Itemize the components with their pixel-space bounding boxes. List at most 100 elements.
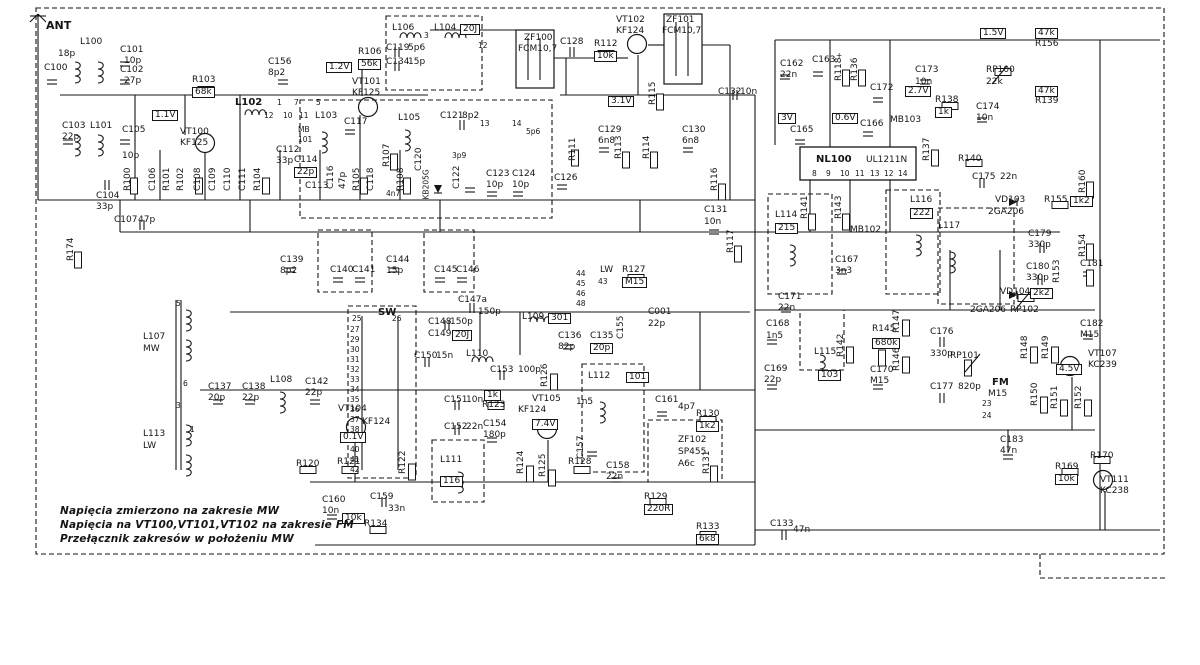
component-label: R143: [834, 195, 844, 219]
dashed-enclosure: [581, 363, 645, 473]
component-label: C123: [486, 169, 510, 179]
component-label: 0.6V: [832, 113, 859, 124]
component-label: 10n: [740, 87, 758, 97]
component-label: 27p: [124, 76, 142, 86]
resistor-symbol: [878, 349, 886, 367]
resistor-symbol: [1093, 456, 1111, 464]
component-label: 222: [910, 208, 934, 219]
component-label: R155: [1044, 195, 1068, 205]
component-label: 26: [392, 314, 402, 323]
component-label: 15p: [386, 266, 404, 276]
resistor-symbol: [195, 177, 203, 195]
component-label: R117: [726, 229, 736, 253]
dashed-enclosure: [799, 309, 845, 371]
component-label: 68k: [192, 87, 215, 98]
component-label: 10k: [594, 51, 617, 62]
component-label: C105: [122, 125, 146, 135]
component-label: R136: [850, 57, 860, 81]
component-label: VD104: [1000, 287, 1031, 297]
component-label: 13: [870, 169, 880, 178]
component-label: 22p: [294, 167, 318, 178]
component-label: MB102: [850, 225, 882, 235]
component-label: R116: [710, 167, 720, 191]
component-label: 2.7V: [905, 86, 932, 97]
component-label: C153: [490, 365, 514, 375]
component-label: 7: [294, 98, 299, 107]
component-label: M15: [622, 277, 648, 288]
component-label: 34: [350, 385, 360, 394]
component-label: 22n: [1000, 172, 1018, 182]
component-label: FM: [992, 377, 1009, 388]
component-label: R130: [696, 409, 720, 419]
potentiometer-arrow: [991, 65, 1008, 85]
component-label: 8p2: [280, 266, 298, 276]
component-label: 15n: [436, 351, 454, 361]
coil-symbol: [185, 339, 192, 362]
coil-symbol: [529, 316, 552, 323]
component-label: C174: [976, 102, 1000, 112]
component-label: 24: [982, 411, 992, 420]
transistor-symbol: [626, 33, 648, 55]
component-label: 1k: [935, 107, 952, 118]
component-label: C134: [386, 57, 410, 67]
component-label: C135: [590, 331, 614, 341]
coil-symbol: [97, 61, 104, 84]
component-label: R115: [648, 81, 658, 105]
component-label: 15p: [408, 57, 426, 67]
component-label: 680k: [872, 338, 901, 349]
component-label: 31: [350, 355, 360, 364]
component-label: R121: [337, 457, 361, 467]
coil-symbol: [457, 471, 464, 494]
component-label: R147: [892, 309, 902, 333]
component-label: NL100: [816, 154, 852, 165]
component-label: 1: [190, 425, 195, 434]
component-label: 23: [982, 399, 992, 408]
component-label: C162: [780, 59, 804, 69]
component-label: 8p2: [268, 68, 286, 78]
component-label: 3: [176, 401, 181, 410]
component-label: R124: [516, 450, 526, 474]
component-label: 10p: [122, 151, 140, 161]
component-label: VT104: [338, 404, 367, 414]
component-label: 5p6: [408, 43, 426, 53]
resistor-symbol: [360, 177, 368, 195]
component-label: C106: [148, 167, 158, 191]
component-label: 6n8: [682, 136, 700, 146]
coil-symbol: [185, 309, 192, 332]
component-label: R131: [702, 450, 712, 474]
resistor-symbol: [1086, 269, 1094, 287]
component-label: C170: [870, 365, 894, 375]
component-label: 4.5V: [1056, 364, 1083, 375]
component-label: C161: [655, 395, 679, 405]
component-label: MW: [143, 344, 160, 354]
component-label: 22p: [242, 393, 260, 403]
component-label: C181: [1080, 259, 1104, 269]
ic-box: [799, 146, 917, 181]
component-label: 20p: [208, 393, 226, 403]
component-label: 215: [775, 223, 799, 234]
component-label: 47n: [793, 525, 811, 535]
resistor-symbol: [1060, 399, 1068, 417]
component-label: R170: [1090, 451, 1114, 461]
coil-symbol: [185, 424, 192, 447]
resistor-symbol: [842, 69, 850, 87]
component-label: R154: [1078, 233, 1088, 257]
component-label: KF124: [616, 26, 645, 36]
coil-symbol: [599, 401, 606, 424]
component-label: 10p: [512, 180, 530, 190]
component-label: KB205G: [421, 169, 431, 200]
component-label: 1k: [484, 390, 501, 401]
component-label: 8p2: [462, 111, 480, 121]
component-label: R141: [800, 195, 810, 219]
component-label: C159: [370, 492, 394, 502]
diode-symbol: [1009, 291, 1017, 299]
component-label: 14: [898, 169, 908, 178]
component-label: C129: [598, 125, 622, 135]
resistor-symbol: [571, 149, 579, 167]
component-label: C182: [1080, 319, 1104, 329]
component-label: C124: [512, 169, 536, 179]
component-label: C150: [414, 351, 438, 361]
component-label: C151: [444, 395, 468, 405]
component-label: L116: [910, 195, 933, 205]
resistor-symbol: [1030, 346, 1038, 364]
